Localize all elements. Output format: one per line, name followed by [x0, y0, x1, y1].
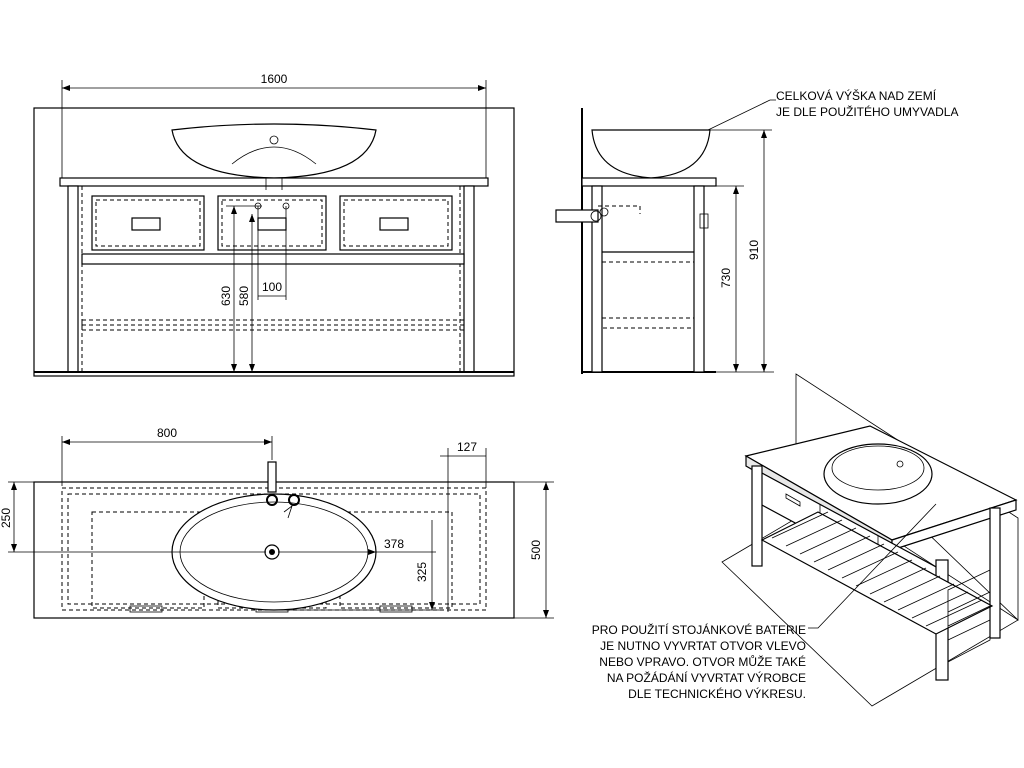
front-basin [171, 123, 377, 179]
dim-label-500: 500 [529, 540, 543, 560]
front-wall-outline [33, 107, 515, 377]
front-leg-left [67, 185, 79, 373]
drawer-handle-right [379, 217, 409, 231]
dim-label-730: 730 [719, 268, 733, 288]
height-note-leader [707, 99, 776, 131]
front-drawer-middle [217, 195, 327, 251]
dim-label-378: 378 [384, 537, 404, 551]
faucet-note-line-4: NA POŽÁDÁNÍ VYVRTAT VÝROBCE [607, 670, 806, 685]
dim-label-325: 325 [415, 562, 429, 582]
iso-basin [823, 443, 933, 505]
iso-shelf [760, 511, 994, 635]
plan-faucet-pipe [267, 461, 277, 493]
dim-label-580: 580 [237, 286, 251, 306]
dim-label-910: 910 [747, 240, 761, 260]
faucet-hole-right [288, 494, 300, 506]
front-countertop [59, 177, 489, 187]
side-leg-back [591, 185, 603, 373]
dim-label-800: 800 [157, 426, 177, 440]
front-elevation: 1600 [33, 72, 515, 377]
front-rail-upper [81, 253, 465, 265]
side-elevation: 730 910 CELKOVÁ VÝŠKA NAD ZEMÍ JE DLE PO… [555, 88, 958, 374]
front-basin-inner [231, 146, 317, 165]
side-shelf [601, 317, 695, 329]
front-drawer-right [339, 195, 453, 251]
dim-label-250: 250 [0, 508, 13, 528]
height-note-line-1: CELKOVÁ VÝŠKA NAD ZEMÍ [776, 88, 937, 103]
iso-leg-back-right [989, 507, 1001, 639]
iso-leg-front-left [751, 465, 763, 567]
side-leg-front [693, 185, 705, 373]
side-drawer-handle [699, 213, 709, 229]
faucet-note: PRO POUŽITÍ STOJÁNKOVÉ BATERIE JE NUTNO … [592, 622, 806, 701]
side-countertop [581, 177, 717, 187]
side-basin [591, 129, 711, 179]
front-leg-right [463, 185, 475, 373]
iso-shelf-slats [771, 511, 983, 627]
faucet-note-line-2: JE NUTNO VYVRTAT OTVOR VLEVO [600, 639, 806, 653]
faucet-note-line-5: DLE TECHNICKÉHO VÝKRESU. [628, 686, 806, 701]
front-drawer-left [91, 195, 205, 251]
dim-label-1600: 1600 [261, 72, 288, 86]
dim-label-100: 100 [262, 280, 282, 294]
overflow-hole [269, 135, 279, 145]
faucet-note-leader [808, 503, 937, 629]
faucet-note-line-3: NEBO VPRAVO. OTVOR MŮŽE TAKÉ [599, 654, 806, 669]
plan-view: 800 127 250 378 325 500 [0, 426, 554, 619]
isometric-view [721, 373, 1019, 707]
height-note-line-2: JE DLE POUŽITÉHO UMYVADLA [776, 104, 958, 119]
dim-label-630: 630 [219, 286, 233, 306]
faucet-note-line-1: PRO POUŽITÍ STOJÁNKOVÉ BATERIE [592, 622, 806, 637]
dim-label-127: 127 [457, 440, 477, 454]
side-trap-pipe [555, 209, 599, 223]
faucet-hole-left [266, 494, 278, 506]
iso-handle-1 [785, 493, 801, 507]
drawer-handle-left [131, 217, 161, 231]
